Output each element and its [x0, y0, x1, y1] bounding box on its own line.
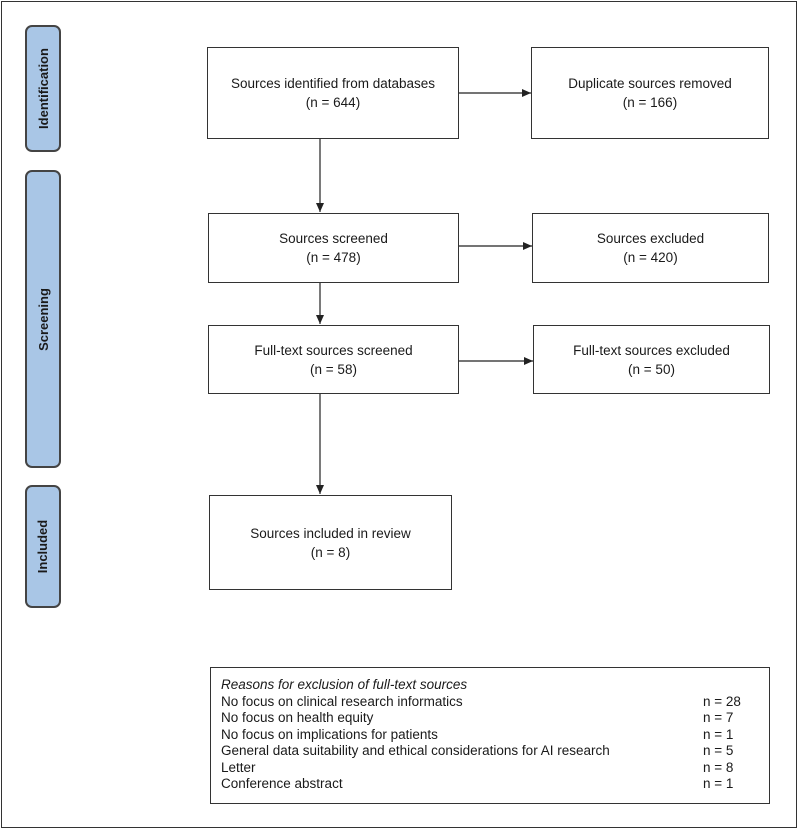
stage-screening: Screening: [25, 170, 61, 468]
exclusion-reasons-heading: Reasons for exclusion of full-text sourc…: [221, 677, 468, 692]
box-duplicates-removed: Duplicate sources removed (n = 166): [531, 47, 769, 139]
box-sources-identified-title: Sources identified from databases: [230, 76, 436, 91]
box-sources-excluded-count: (n = 420): [623, 250, 678, 265]
box-duplicates-removed-title: Duplicate sources removed: [568, 76, 732, 91]
reason-row: Letter n = 8: [221, 760, 757, 777]
box-sources-included: Sources included in review (n = 8): [209, 495, 452, 590]
reason-label: General data suitability and ethical con…: [221, 743, 610, 758]
box-fulltext-screened-count: (n = 58): [310, 361, 357, 377]
box-duplicates-removed-count: (n = 166): [622, 95, 678, 110]
box-fulltext-excluded: Full-text sources excluded (n = 50): [533, 325, 770, 394]
reason-row: No focus on clinical research informatic…: [221, 694, 757, 711]
reason-row: Conference abstract n = 1: [221, 776, 757, 793]
stage-included: Included: [25, 485, 61, 608]
reason-label: No focus on implications for patients: [221, 726, 438, 742]
box-fulltext-excluded-count: (n = 50): [628, 361, 675, 377]
box-sources-identified-count: (n = 644): [305, 95, 361, 110]
box-sources-identified: Sources identified from databases (n = 6…: [207, 47, 459, 139]
reason-count: n = 8: [703, 759, 734, 775]
reason-label: No focus on clinical research informatic…: [221, 693, 463, 709]
reason-count: n = 1: [703, 776, 734, 791]
reason-row: No focus on implications for patients n …: [221, 727, 757, 744]
box-sources-included-count: (n = 8): [310, 544, 351, 560]
box-sources-screened: Sources screened (n = 478): [208, 213, 459, 283]
box-fulltext-screened-title: Full-text sources screened: [254, 342, 413, 358]
box-sources-included-title: Sources included in review: [250, 525, 411, 541]
reason-label: Conference abstract: [221, 776, 343, 791]
exclusion-reasons-box: Reasons for exclusion of full-text sourc…: [210, 667, 770, 804]
reason-label: No focus on health equity: [221, 710, 374, 725]
reason-count: n = 7: [703, 710, 734, 725]
box-fulltext-excluded-title: Full-text sources excluded: [573, 342, 730, 358]
reason-count: n = 1: [703, 726, 734, 742]
box-sources-excluded: Sources excluded (n = 420): [532, 213, 769, 283]
reason-count: n = 28: [703, 693, 741, 709]
reason-row: General data suitability and ethical con…: [221, 743, 757, 760]
reason-count: n = 5: [703, 743, 734, 758]
stage-identification: Identification: [25, 25, 61, 152]
box-sources-screened-count: (n = 478): [306, 250, 361, 265]
box-sources-screened-title: Sources screened: [279, 231, 388, 246]
reason-label: Letter: [221, 759, 256, 775]
box-sources-excluded-title: Sources excluded: [596, 231, 705, 246]
box-fulltext-screened: Full-text sources screened (n = 58): [208, 325, 459, 394]
reason-row: No focus on health equity n = 7: [221, 710, 757, 727]
